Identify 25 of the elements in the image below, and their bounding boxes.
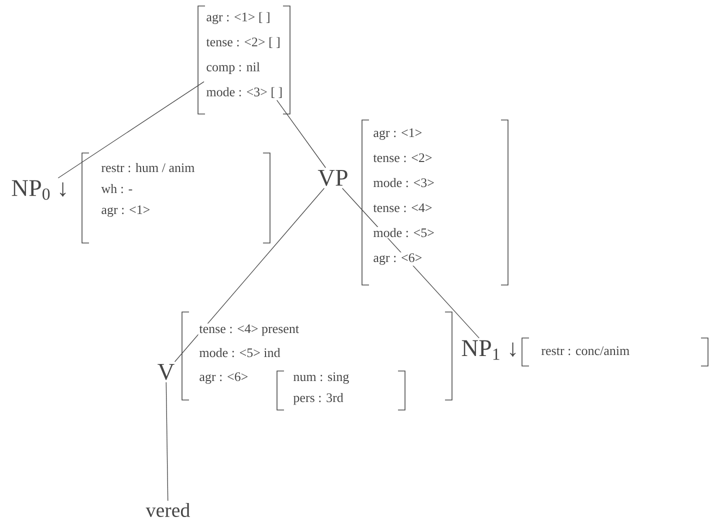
feature-text: agr : <1> [ ] tense : <2> [ ] comp : nil mode : <3> [ ] [206, 12, 282, 98]
feature-text: agr : <1> [100, 204, 152, 218]
tree-branch [276, 100, 326, 168]
feature-text: agr : <1> [372, 127, 424, 141]
feature-text: mode : <5> [372, 226, 436, 238]
feature-text: agr : <6> [198, 371, 250, 385]
feature-text: pers : 3rd [292, 392, 344, 406]
feature-text: tense : <4> [372, 202, 434, 214]
feature-text: tense : <4> present [198, 323, 300, 337]
feature-text: wh : - [100, 182, 134, 194]
category-label: NP$_{0}$ ↓ [12, 180, 66, 200]
category-label: NP$_{1}$ ↓ [462, 340, 516, 360]
word-label: vered [146, 502, 190, 518]
tree-branch [174, 188, 325, 362]
category-label: VP [318, 170, 348, 186]
feature-text: restr : conc/anim [540, 345, 631, 356]
feature-text: num : sing [292, 371, 350, 385]
feature-text: tense : <2> [372, 152, 434, 164]
feature-text: mode : <5> ind [198, 346, 282, 358]
tree-branch [58, 81, 204, 178]
category-label: V [158, 364, 174, 380]
feature-text: agr : <6> [372, 252, 424, 266]
tree-branch [166, 382, 168, 502]
feature-text: mode : <3> [372, 176, 436, 188]
feature-text: restr : hum / anim [100, 162, 196, 174]
